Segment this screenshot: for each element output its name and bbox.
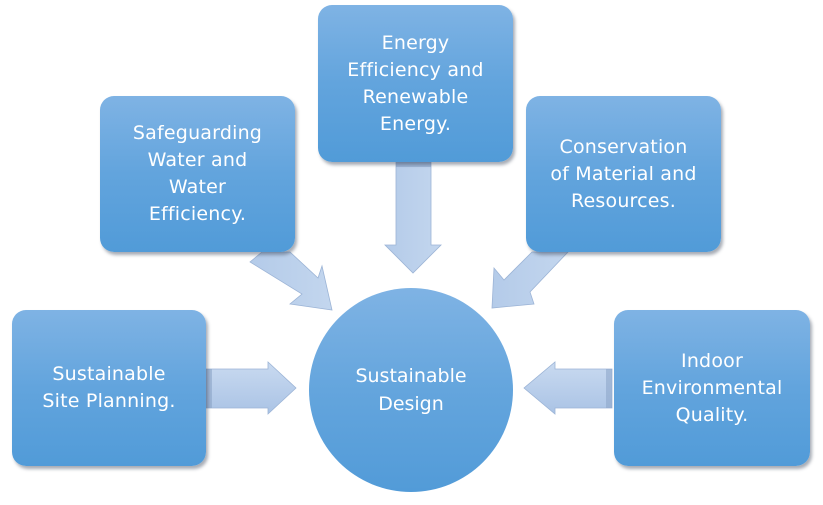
node-materials-label: Conservation of Material and Resources. — [550, 135, 697, 212]
node-energy: Energy Efficiency and Renewable Energy. — [318, 5, 513, 162]
arrow-materials-to-center — [491, 251, 569, 309]
center-node-label: Sustainable Design — [355, 365, 467, 415]
arrow-energy-to-center — [384, 161, 442, 274]
node-materials: Conservation of Material and Resources. — [526, 96, 721, 252]
node-site-planning-label: Sustainable Site Planning. — [42, 363, 176, 412]
node-water: Safeguarding Water and Water Efficiency. — [100, 96, 295, 252]
arrow-indoor-to-center — [523, 361, 613, 415]
arrow-site-planning-to-center — [205, 361, 297, 415]
center-node-sustainable-design: Sustainable Design — [309, 288, 513, 492]
node-site-planning: Sustainable Site Planning. — [12, 310, 206, 466]
node-indoor: Indoor Environmental Quality. — [614, 310, 810, 466]
arrow-water-to-center — [249, 251, 333, 311]
node-energy-label: Energy Efficiency and Renewable Energy. — [347, 31, 484, 135]
node-water-label: Safeguarding Water and Water Efficiency. — [132, 122, 263, 225]
node-indoor-label: Indoor Environmental Quality. — [641, 349, 783, 426]
